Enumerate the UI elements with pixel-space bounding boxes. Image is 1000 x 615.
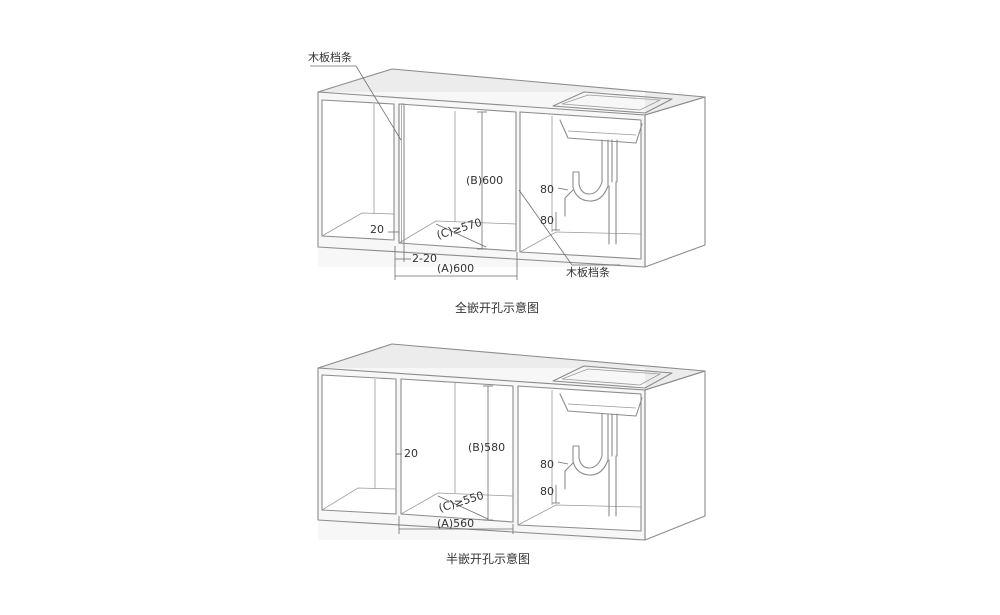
dimension-lines bbox=[388, 111, 569, 280]
drain-pipe bbox=[564, 139, 618, 245]
label-20: 20 bbox=[370, 223, 384, 236]
label-80-upper: 80 bbox=[540, 458, 554, 471]
cabinet-side-face bbox=[644, 370, 706, 541]
half-embed-cabinet: (B)580 (C)≥550 (A)560 20 80 80 半嵌开孔示意图 bbox=[317, 343, 706, 566]
label-wood-strip-bottom: 木板档条 bbox=[566, 265, 610, 279]
label-20: 20 bbox=[404, 447, 418, 460]
leader-top bbox=[355, 65, 402, 141]
middle-compartment bbox=[400, 378, 514, 523]
label-80-lower: 80 bbox=[540, 214, 554, 227]
drain-pipe bbox=[564, 413, 618, 517]
label-b: (B)580 bbox=[468, 441, 505, 454]
label-80-upper: 80 bbox=[540, 183, 554, 196]
cabinet-side-face bbox=[644, 96, 706, 268]
left-compartment bbox=[321, 374, 397, 515]
dimension-lines bbox=[396, 385, 569, 534]
right-compartment bbox=[519, 111, 642, 260]
sink-basin-rim bbox=[552, 91, 673, 114]
caption-full-embed: 全嵌开孔示意图 bbox=[455, 300, 539, 315]
label-80-lower: 80 bbox=[540, 485, 554, 498]
leader-bottom bbox=[518, 189, 573, 266]
label-a: (A)560 bbox=[437, 517, 474, 530]
left-compartment bbox=[321, 99, 395, 241]
caption-half-embed: 半嵌开孔示意图 bbox=[446, 551, 530, 566]
sink-basin-rim bbox=[552, 365, 673, 389]
full-embed-cabinet: 木板档条 (B)600 (C)≥570 (A)600 20 2-20 80 80… bbox=[308, 50, 706, 315]
label-a: (A)600 bbox=[437, 262, 474, 275]
wood-strip bbox=[398, 103, 405, 244]
label-b: (B)600 bbox=[466, 174, 503, 187]
label-wood-strip-top: 木板档条 bbox=[308, 50, 352, 64]
label-2-20: 2-20 bbox=[412, 252, 437, 265]
